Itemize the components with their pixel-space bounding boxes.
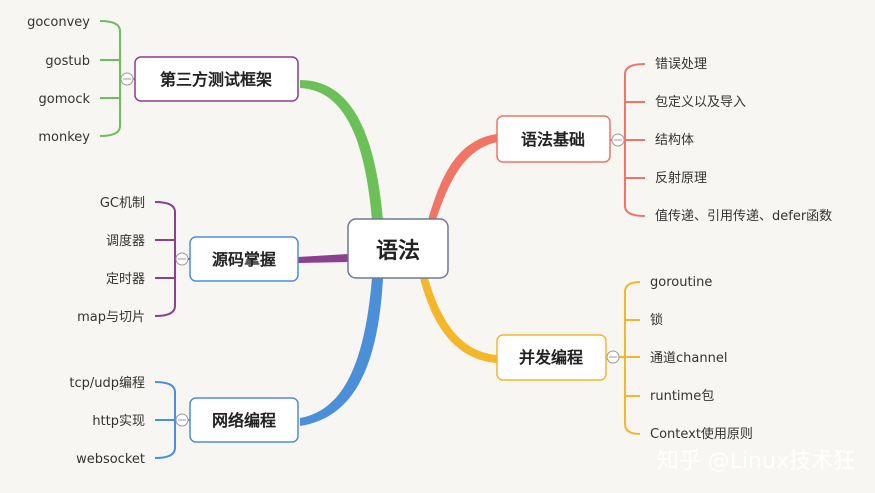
source-leaves: GC机制 调度器 定时器 map与切片 xyxy=(77,196,145,325)
leaf-source-0[interactable]: GC机制 xyxy=(100,196,145,211)
connector-basics xyxy=(428,134,497,220)
leaf-concurrency-1[interactable]: 锁 xyxy=(650,312,663,328)
leaf-network-0[interactable]: tcp/udp编程 xyxy=(69,376,145,391)
leaf-source-2[interactable]: 定时器 xyxy=(106,272,145,287)
testing-leaves: goconvey gostub gomock monkey xyxy=(27,15,90,145)
leaf-basics-1[interactable]: 包定义以及导入 xyxy=(655,95,746,110)
leaf-testing-1[interactable]: gostub xyxy=(45,54,90,69)
leaf-source-1[interactable]: 调度器 xyxy=(106,233,145,249)
basics-leaves: 错误处理 包定义以及导入 结构体 反射原理 值传递、引用传递、defer函数 xyxy=(655,57,832,224)
leaf-concurrency-4[interactable]: Context使用原则 xyxy=(650,426,753,442)
collapse-toggle-concurrency[interactable] xyxy=(606,350,620,364)
branch-node-testing[interactable]: 第三方测试框架 xyxy=(134,56,299,102)
network-leaves: tcp/udp编程 http实现 websocket xyxy=(69,376,145,467)
connector-source xyxy=(298,254,348,263)
leaf-testing-3[interactable]: monkey xyxy=(38,130,90,145)
watermark: 知乎 @Linux技术狂 xyxy=(657,449,855,474)
root-label: 语法 xyxy=(376,239,420,264)
branch-label-basics: 语法基础 xyxy=(521,130,585,149)
branch-label-concurrency: 并发编程 xyxy=(519,348,583,367)
leaf-basics-3[interactable]: 反射原理 xyxy=(655,170,707,186)
leaf-concurrency-3[interactable]: runtime包 xyxy=(650,389,714,404)
collapse-toggle-basics[interactable] xyxy=(611,133,625,147)
leaf-network-1[interactable]: http实现 xyxy=(92,414,145,429)
branch-node-network[interactable]: 网络编程 xyxy=(189,397,299,443)
concurrency-leaves: goroutine 锁 通道channel runtime包 Context使用… xyxy=(650,275,753,442)
collapse-toggles[interactable] xyxy=(120,72,625,427)
leaf-testing-0[interactable]: goconvey xyxy=(27,15,90,30)
branch-label-source: 源码掌握 xyxy=(212,250,276,269)
leaf-concurrency-0[interactable]: goroutine xyxy=(650,275,712,290)
leaf-basics-2[interactable]: 结构体 xyxy=(655,133,694,148)
leaf-basics-4[interactable]: 值传递、引用传递、defer函数 xyxy=(655,208,832,224)
branch-label-testing: 第三方测试框架 xyxy=(160,70,272,89)
leaf-source-3[interactable]: map与切片 xyxy=(77,310,145,325)
connector-network xyxy=(300,278,383,426)
connector-concurrency xyxy=(420,278,497,363)
collapse-toggle-testing[interactable] xyxy=(120,72,134,86)
leaf-basics-0[interactable]: 错误处理 xyxy=(655,57,707,72)
branch-node-source[interactable]: 源码掌握 xyxy=(189,236,299,282)
leaf-concurrency-2[interactable]: 通道channel xyxy=(650,351,727,366)
collapse-toggle-source[interactable] xyxy=(175,252,189,266)
main-connectors xyxy=(298,80,497,426)
leaf-testing-2[interactable]: gomock xyxy=(39,92,91,107)
connector-testing xyxy=(300,80,383,220)
collapse-toggle-network[interactable] xyxy=(175,413,189,427)
leaf-network-2[interactable]: websocket xyxy=(76,452,145,467)
branch-node-concurrency[interactable]: 并发编程 xyxy=(496,334,607,381)
branch-node-basics[interactable]: 语法基础 xyxy=(496,115,611,163)
branch-label-network: 网络编程 xyxy=(212,411,276,430)
root-node[interactable]: 语法 xyxy=(347,218,449,279)
